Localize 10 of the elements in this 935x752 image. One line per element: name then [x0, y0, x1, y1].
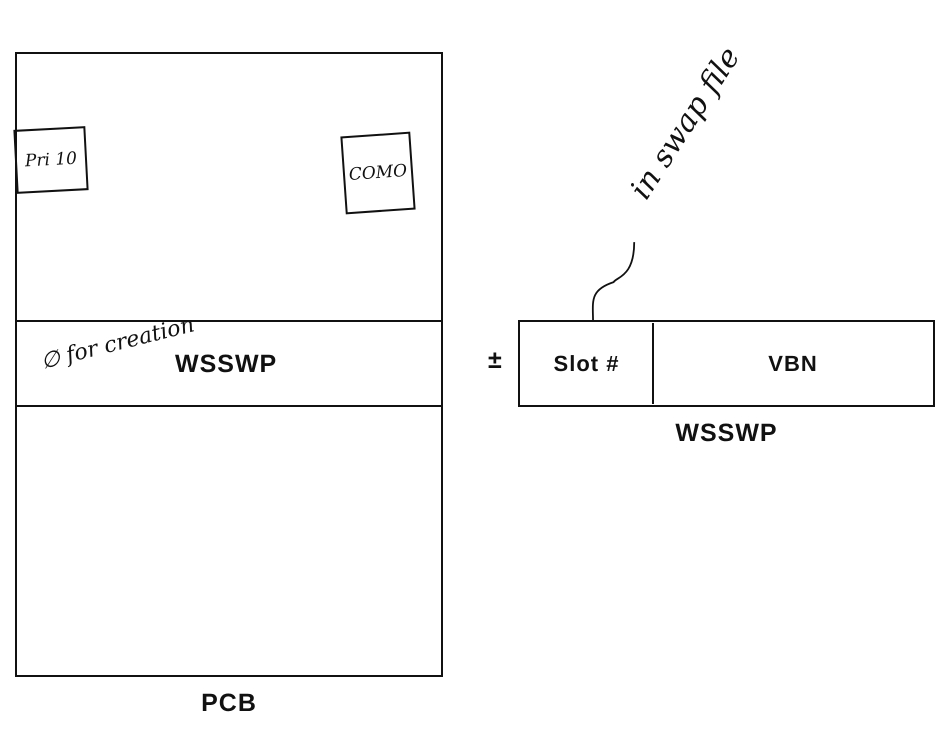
- block-caption: PCB: [201, 689, 257, 718]
- leader-line: [592, 242, 636, 322]
- field-cell: VBN: [652, 323, 932, 404]
- note-box: Pri 10: [13, 126, 89, 194]
- sign-symbol: ±: [488, 346, 503, 375]
- field-name: WSSWP: [175, 350, 278, 379]
- field-band: [15, 320, 443, 407]
- field-cell: Slot #: [521, 323, 652, 404]
- block-caption: WSSWP: [675, 419, 778, 448]
- note-box: COMO: [340, 132, 416, 214]
